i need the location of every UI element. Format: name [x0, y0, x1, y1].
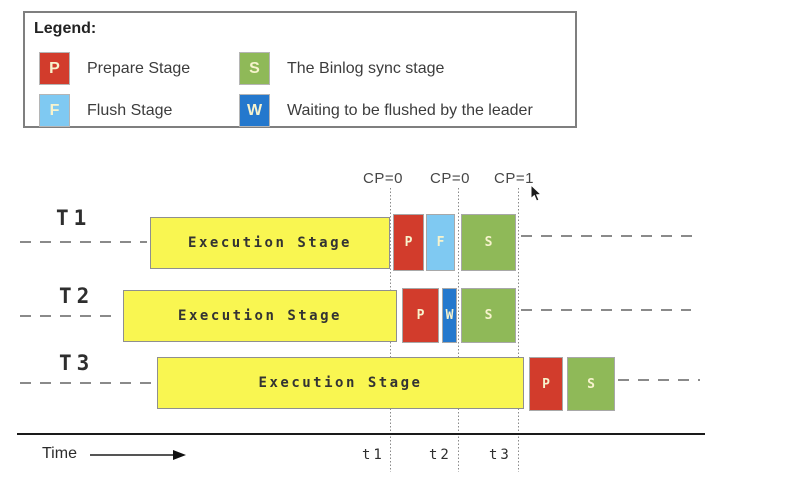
checkpoint-label-2: CP=0: [430, 170, 470, 187]
prepare-stage-swatch-icon: P: [39, 52, 70, 85]
checkpoint-label-1: CP=0: [363, 170, 403, 187]
waiting-swatch-icon: W: [239, 94, 270, 127]
t3-block-prepare: P: [529, 357, 563, 411]
tick-t1: t1: [362, 447, 385, 463]
checkpoint-line-t3: [518, 188, 519, 472]
checkpoint-line-t2: [458, 188, 459, 472]
legend-item-label: The Binlog sync stage: [287, 59, 445, 77]
t3-execution-bar: Execution Stage: [157, 357, 524, 409]
legend-item-label: Prepare Stage: [87, 59, 191, 77]
t2-left-dash: [20, 315, 120, 317]
time-arrow: [90, 454, 174, 456]
row-label-t2: T2: [59, 284, 95, 308]
t2-right-dash: [521, 309, 691, 311]
t1-block-sync: S: [461, 214, 516, 271]
legend-item-binlog-sync: S The Binlog sync stage: [239, 52, 444, 85]
t3-block-sync: S: [567, 357, 615, 411]
legend-box: Legend: P Prepare Stage S The Binlog syn…: [23, 11, 577, 128]
t2-block-waiting: W: [442, 288, 457, 343]
t1-block-prepare: P: [393, 214, 424, 271]
t1-execution-bar: Execution Stage: [150, 217, 390, 269]
legend-item-flush: F Flush Stage: [39, 94, 172, 127]
row-label-t1: T1: [56, 206, 92, 230]
checkpoint-label-3: CP=1: [494, 170, 534, 187]
t3-execution-label: Execution Stage: [258, 375, 423, 391]
t2-execution-label: Execution Stage: [178, 308, 342, 324]
legend-title: Legend:: [34, 20, 97, 37]
t2-block-sync: S: [461, 288, 516, 343]
time-axis-line: [17, 433, 705, 435]
tick-t2: t2: [429, 447, 452, 463]
row-label-t3: T3: [59, 351, 95, 375]
t2-execution-bar: Execution Stage: [123, 290, 397, 342]
legend-item-waiting: W Waiting to be flushed by the leader: [239, 94, 533, 127]
t3-right-dash: [618, 379, 700, 381]
binlog-sync-swatch-icon: S: [239, 52, 270, 85]
t2-block-prepare: P: [402, 288, 439, 343]
t1-left-dash: [20, 241, 147, 243]
legend-item-label: Waiting to be flushed by the leader: [287, 101, 533, 119]
t3-left-dash: [20, 382, 154, 384]
time-arrow-head-icon: [173, 450, 186, 460]
flush-stage-swatch-icon: F: [39, 94, 70, 127]
t1-block-flush: F: [426, 214, 455, 271]
t1-right-dash: [521, 235, 693, 237]
mouse-cursor-icon: [529, 183, 543, 208]
tick-t3: t3: [489, 447, 512, 463]
t1-execution-label: Execution Stage: [188, 235, 352, 251]
time-axis-label: Time: [42, 445, 77, 462]
legend-item-prepare: P Prepare Stage: [39, 52, 190, 85]
legend-item-label: Flush Stage: [87, 101, 173, 119]
